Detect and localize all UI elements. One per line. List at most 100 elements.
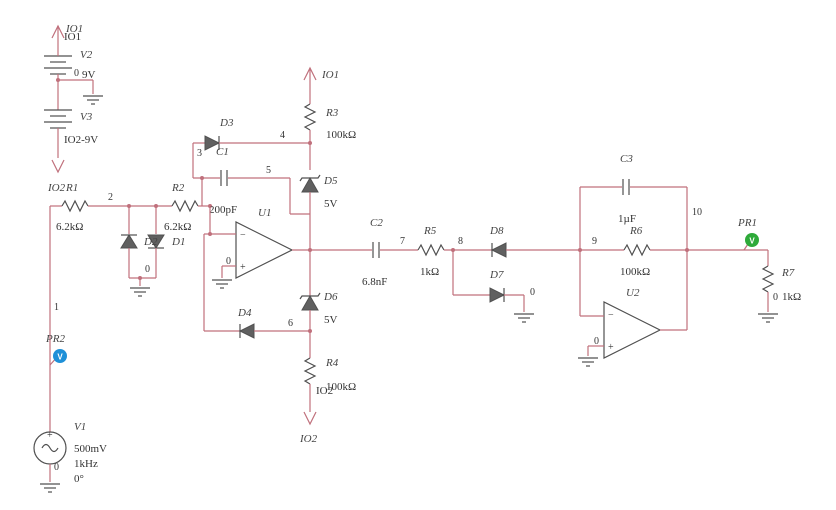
capacitor-c1 <box>220 170 228 186</box>
io2-label-bottom: IO2 <box>299 433 318 445</box>
c3-name: C3 <box>620 153 633 165</box>
d7-name: D7 <box>489 269 504 281</box>
capacitor-c2 <box>372 242 380 258</box>
r6-value: 100kΩ <box>620 266 650 278</box>
v2-name: V2 <box>80 49 93 61</box>
resistor-r1 <box>61 199 89 213</box>
pr2-glyph: V <box>57 353 63 362</box>
io2-arrow-bottom <box>303 411 317 426</box>
resistor-r2 <box>171 199 199 213</box>
r5-value: 1kΩ <box>420 266 439 278</box>
capacitor-c3 <box>622 179 630 195</box>
battery-v3 <box>44 109 72 158</box>
v1-amplitude: 500mV <box>74 443 107 455</box>
c3-value: 1µF <box>618 213 636 225</box>
r2-name: R2 <box>171 182 185 194</box>
r6-name: R6 <box>629 225 643 237</box>
c2-name: C2 <box>370 217 383 229</box>
io1-label-topleft: IO1 <box>65 23 83 35</box>
v1-frequency: 1kHz <box>74 458 98 470</box>
d5-value: 5V <box>324 198 338 210</box>
opamp-u2: − + <box>603 301 662 359</box>
node-0-c: 0 <box>226 256 231 267</box>
d3-name: D3 <box>219 117 234 129</box>
node-5: 5 <box>266 165 271 176</box>
node-7: 7 <box>400 236 405 247</box>
c2-value: 6.8nF <box>362 276 387 288</box>
resistor-r4 <box>303 357 317 385</box>
ground-icon <box>212 279 232 289</box>
ground-icon <box>130 287 150 297</box>
diode-d2 <box>120 234 138 249</box>
resistor-r5 <box>417 243 445 257</box>
pr2-name: PR2 <box>45 333 65 345</box>
v1-name: V1 <box>74 421 86 433</box>
resistor-r6 <box>623 243 651 257</box>
u2-name: U2 <box>626 287 640 299</box>
r2-value: 6.2kΩ <box>164 221 191 233</box>
d1-name: D1 <box>171 236 185 248</box>
io1-label-r3: IO1 <box>321 69 339 81</box>
svg-text:+: + <box>608 342 614 353</box>
io2-9v-label: IO2-9V <box>64 134 98 146</box>
probe-pr1-icon[interactable]: V <box>745 233 759 247</box>
r4-name: R4 <box>325 357 339 369</box>
node-0-e: 0 <box>594 336 599 347</box>
node-4: 4 <box>280 130 285 141</box>
io1-arrow-topleft <box>51 24 65 48</box>
node-0-r7: 0 <box>773 292 778 303</box>
node-9: 9 <box>592 236 597 247</box>
r3-name: R3 <box>325 107 339 119</box>
r7-value: 1kΩ <box>782 291 801 303</box>
io2-label-r1: IO2 <box>47 182 66 194</box>
node-3: 3 <box>197 148 202 159</box>
node-0-b: 0 <box>145 264 150 275</box>
c1-name: C1 <box>216 146 229 158</box>
d6-value: 5V <box>324 314 338 326</box>
r4-value: 100kΩ <box>326 381 356 393</box>
u1-name: U1 <box>258 207 271 219</box>
ground-icon <box>758 313 778 323</box>
io1-arrow-r3 <box>303 66 317 104</box>
io1-sublabel: IO1 <box>64 31 81 43</box>
d8-name: D8 <box>489 225 504 237</box>
node-0-d: 0 <box>530 287 535 298</box>
node-2: 2 <box>108 192 113 203</box>
io2-sublabel: IO2 <box>316 385 333 397</box>
d5-name: D5 <box>323 175 338 187</box>
v2-value: 9V <box>82 69 96 81</box>
diode-d4 <box>238 323 255 339</box>
svg-text:−: − <box>240 230 246 241</box>
r1-name: R1 <box>65 182 78 194</box>
node-10: 10 <box>692 207 702 218</box>
ground-icon <box>578 357 598 367</box>
c1-value: 200pF <box>209 204 237 216</box>
node-1: 1 <box>54 302 59 313</box>
opamp-u1: − + <box>235 221 294 279</box>
resistor-r3 <box>303 103 317 131</box>
v3-name: V3 <box>80 111 93 123</box>
r5-name: R5 <box>423 225 437 237</box>
ground-icon <box>40 483 60 493</box>
node-8: 8 <box>458 236 463 247</box>
r1-value: 6.2kΩ <box>56 221 83 233</box>
resistor-r7 <box>761 265 775 293</box>
r3-value: 100kΩ <box>326 129 356 141</box>
zener-d5 <box>299 174 321 193</box>
svg-text:+: + <box>47 430 53 441</box>
io2-arrow-v3 <box>51 159 65 174</box>
node-6: 6 <box>288 318 293 329</box>
svg-text:+: + <box>240 262 246 273</box>
d4-name: D4 <box>237 307 252 319</box>
d2-name: D2 <box>143 236 158 248</box>
node-0-a: 0 <box>74 68 79 79</box>
r7-name: R7 <box>781 267 795 279</box>
d6-name: D6 <box>323 291 338 303</box>
ground-icon <box>514 313 534 323</box>
ac-source-v1-icon: + <box>33 430 67 482</box>
pr1-glyph: V <box>749 237 755 246</box>
probe-pr2-icon[interactable]: V <box>53 349 67 363</box>
diode-d7 <box>489 287 506 303</box>
svg-text:−: − <box>608 310 614 321</box>
